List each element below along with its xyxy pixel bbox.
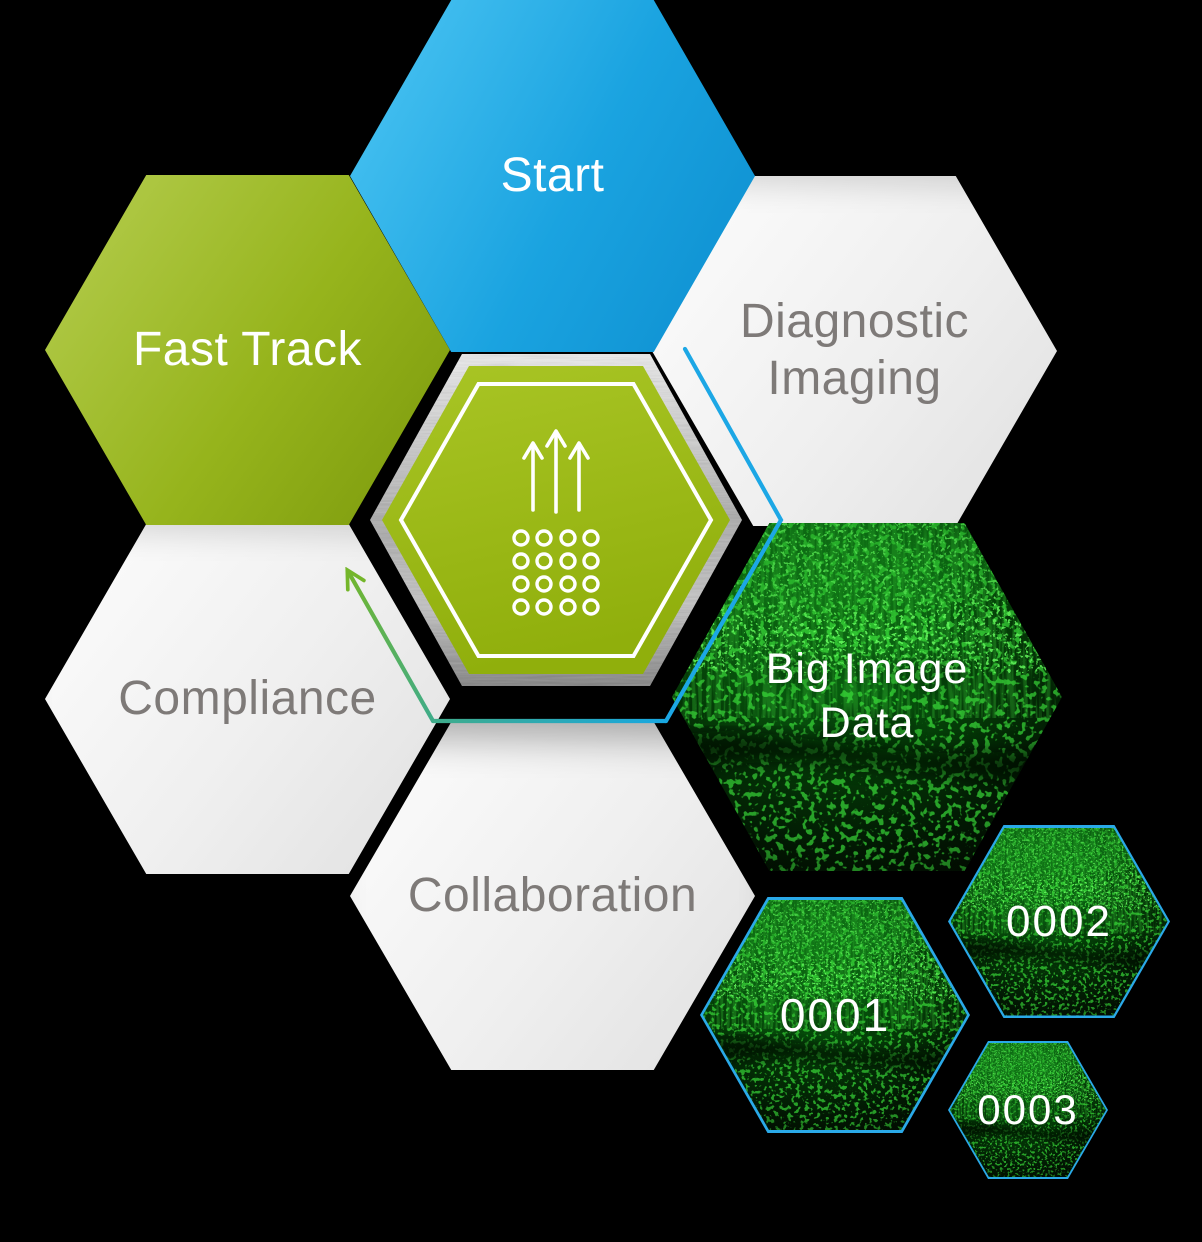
fast-track-label: Fast Track [132, 322, 363, 376]
collaboration-label: Collaboration [407, 868, 698, 922]
up-arrows-icon [522, 429, 590, 514]
hexagon-center-icon [368, 352, 744, 688]
inner-hexagon-outline [398, 382, 714, 658]
image-tile-0002: 0002 [948, 825, 1170, 1018]
start-label: Start [500, 148, 605, 202]
image-tile-0001: 0001 [700, 897, 970, 1133]
center-hexagon-fill [382, 366, 730, 674]
big-image-data-label: Big Image Data [765, 645, 969, 747]
tile-label: 0002 [1006, 896, 1112, 946]
tile-label: 0003 [977, 1086, 1079, 1133]
compliance-label: Compliance [118, 671, 377, 725]
hexagon-collaboration: Collaboration [350, 722, 755, 1070]
diagnostic-imaging-label: Diagnostic Imaging [739, 295, 970, 405]
dot-grid-icon [512, 529, 600, 616]
center-hexagon-graphic [370, 354, 742, 686]
image-tile-0003: 0003 [948, 1041, 1108, 1179]
tile-label: 0001 [779, 989, 891, 1041]
